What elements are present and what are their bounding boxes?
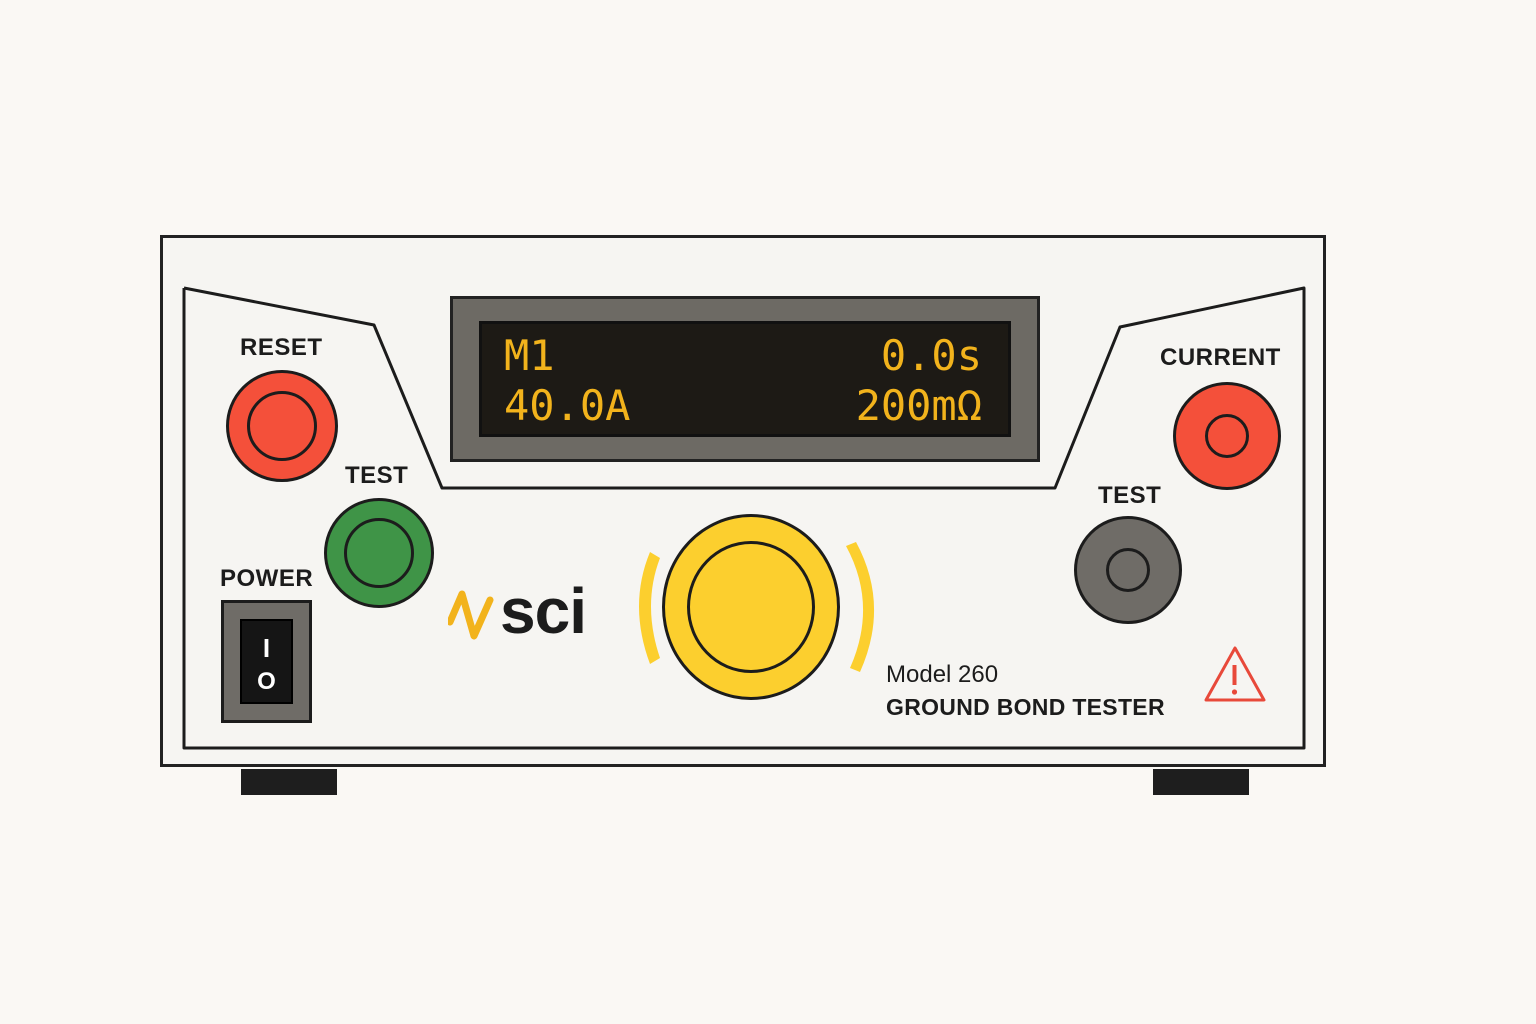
model-name: Model 260 xyxy=(886,661,999,688)
memory-readout: M1 xyxy=(504,331,555,380)
test-button-label: TEST xyxy=(345,462,409,489)
lcd-row-1: M1 0.0s xyxy=(504,330,982,382)
lcd-screen: M1 0.0s 40.0A 200mΩ xyxy=(479,321,1011,437)
test-terminal-socket xyxy=(1106,548,1150,592)
brand-name: sci xyxy=(500,575,587,647)
test-button[interactable] xyxy=(324,498,434,608)
wave-logo-icon xyxy=(448,590,494,640)
power-label: POWER xyxy=(220,565,314,592)
current-terminal-label: CURRENT xyxy=(1160,344,1281,371)
reset-button-cap xyxy=(247,391,317,461)
reset-button[interactable] xyxy=(226,370,338,482)
current-terminal[interactable] xyxy=(1173,382,1281,490)
resistance-readout: 200mΩ xyxy=(855,381,982,430)
current-terminal-socket xyxy=(1205,414,1249,458)
power-off-symbol: O xyxy=(257,668,276,695)
test-terminal[interactable] xyxy=(1074,516,1182,624)
warning-triangle-icon xyxy=(1204,646,1266,702)
right-foot xyxy=(1153,769,1249,795)
time-readout: 0.0s xyxy=(880,331,982,380)
lcd-display: M1 0.0s 40.0A 200mΩ xyxy=(450,296,1040,462)
test-button-cap xyxy=(344,518,414,588)
model-description: GROUND BOND TESTER xyxy=(886,694,1165,720)
power-on-symbol: I xyxy=(262,633,271,663)
test-terminal-label: TEST xyxy=(1098,482,1162,509)
lcd-row-2: 40.0A 200mΩ xyxy=(504,380,982,432)
start-knob[interactable] xyxy=(662,514,840,700)
panel-bezel-line xyxy=(182,286,1306,750)
model-info: Model 260 GROUND BOND TESTER xyxy=(886,660,1165,724)
power-rocker: I O xyxy=(240,619,293,704)
knob-motion-arcs-icon xyxy=(639,542,875,672)
power-switch[interactable]: I O xyxy=(221,600,312,723)
current-readout: 40.0A xyxy=(504,381,631,430)
left-foot xyxy=(241,769,337,795)
start-knob-cap xyxy=(687,541,815,673)
reset-label: RESET xyxy=(240,334,323,361)
